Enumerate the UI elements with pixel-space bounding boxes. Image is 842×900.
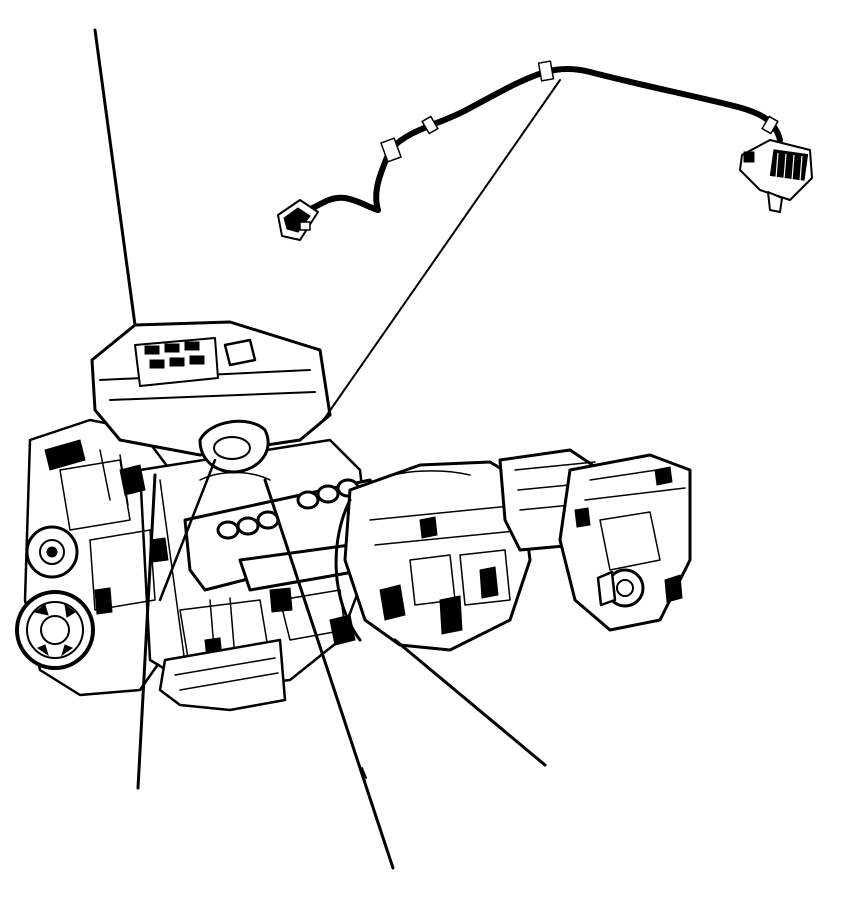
leader-line-harness <box>321 79 561 423</box>
engine-cover <box>90 320 332 474</box>
front-pulley <box>15 525 95 670</box>
leader-line-harness-branch <box>158 458 217 602</box>
leader-line-bottom-left <box>136 473 157 790</box>
transfer-case <box>558 453 692 632</box>
valve-cover-bolts <box>216 478 360 540</box>
leader-line-engine-cover <box>93 28 137 327</box>
harness-connector-left <box>277 199 319 241</box>
leader-line-bottom-center <box>263 478 395 870</box>
leader-line-bottom-right <box>393 638 547 767</box>
oil-pan <box>158 638 287 712</box>
harness-connector-right <box>739 139 813 213</box>
leader-lines <box>93 28 561 870</box>
wiring-harness <box>302 60 783 215</box>
